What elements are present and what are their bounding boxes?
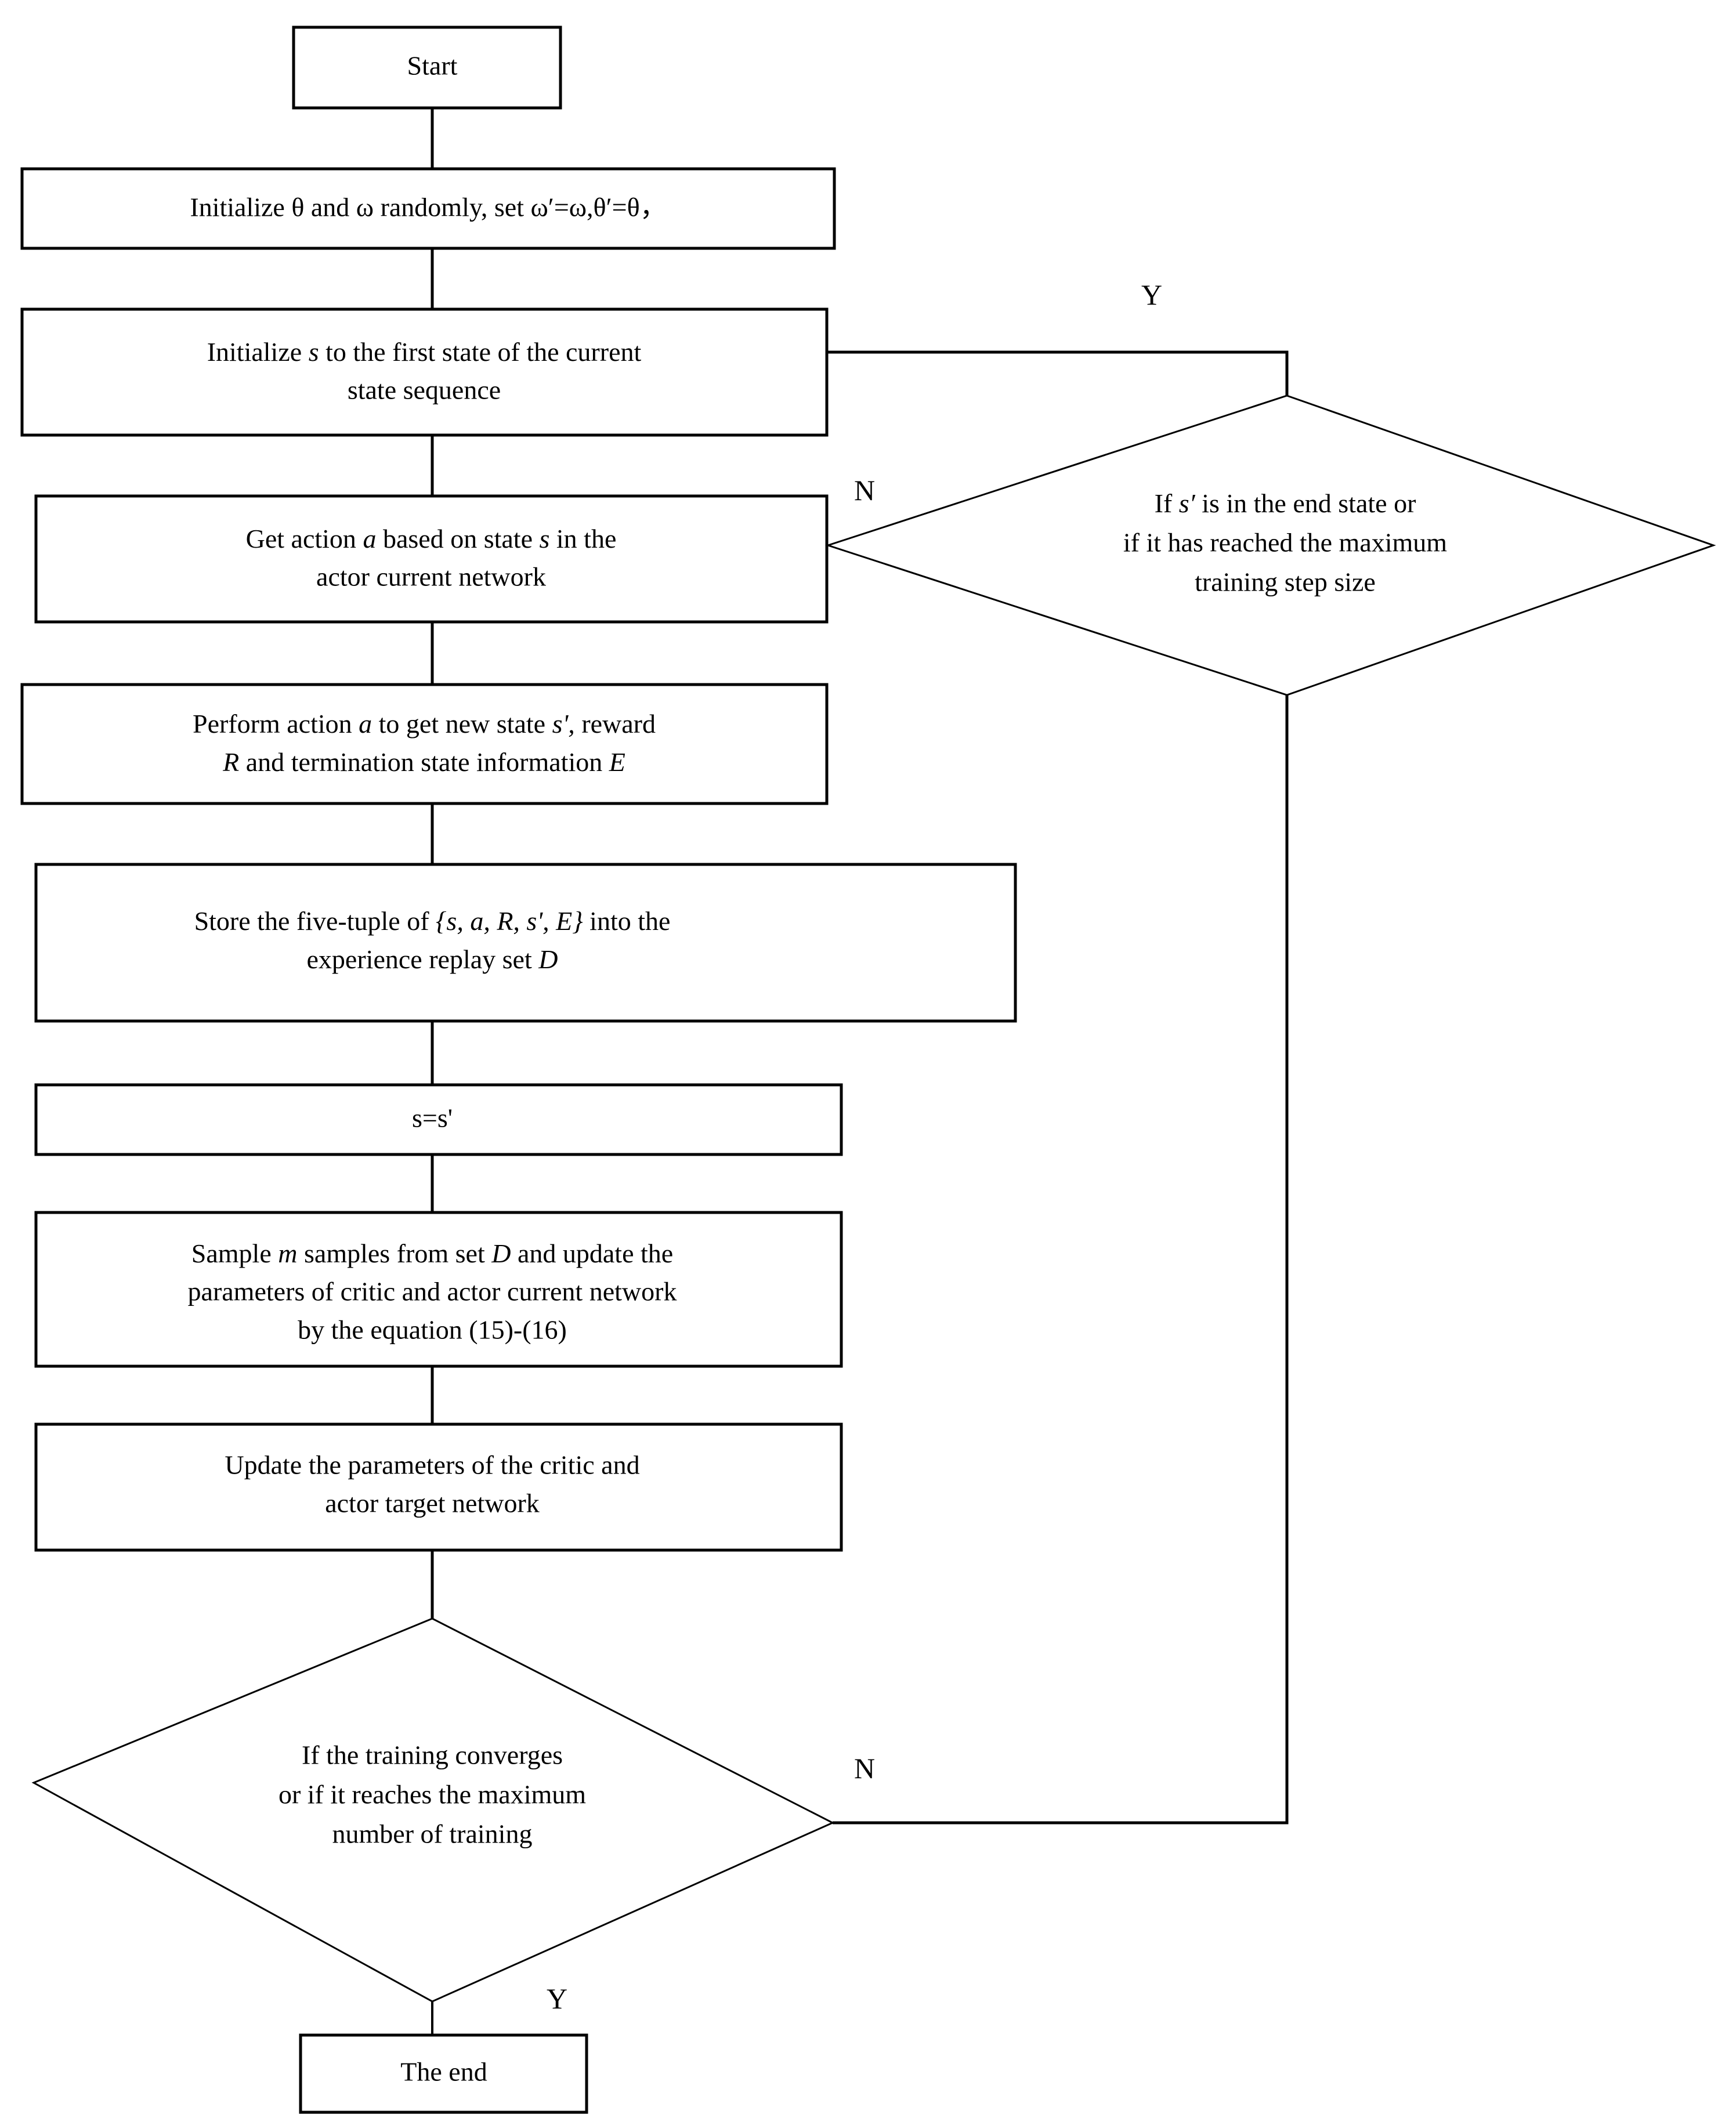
start-box[interactable] [292,26,562,110]
perform-action-box[interactable] [20,683,829,805]
update-target-box[interactable] [34,1422,843,1552]
init-state-line-2: state sequence [348,375,501,405]
get-action-line-1: Get action a based on state s in the [246,524,617,553]
branch-label-converge-no: N [854,1752,875,1784]
sample-update-box[interactable] [34,1211,843,1368]
node-the-end[interactable]: The end [299,2033,588,2114]
branch-label-end-state-yes: Y [1141,278,1162,311]
update-target-line-2: actor target network [325,1489,540,1518]
get-action-line-2: actor current network [316,562,546,592]
store-tuple-line-2: experience replay set D [307,944,558,974]
init-params-line-1: Initialize θ and ω randomly, set ω′=ω,θ′… [190,193,666,222]
node-perform-action[interactable]: Perform action a to get new state s', re… [20,683,829,805]
decision-converge-line-1: If the training converges [302,1740,563,1770]
decision-converge-line-2: or if it reaches the maximum [279,1780,586,1809]
perform-action-line-1: Perform action a to get new state s', re… [193,709,656,739]
decision-end-state-diamond[interactable] [825,394,1716,696]
decision-end-state-line-3: training step size [1195,567,1376,597]
update-target-line-1: Update the parameters of the critic and [225,1450,639,1480]
sample-update-line-3: by the equation (15)-(16) [298,1315,567,1345]
decision-converge-line-3: number of training [332,1819,533,1849]
init-params-box[interactable] [20,167,836,250]
decision-end-state-line-2: if it has reached the maximum [1123,528,1447,558]
store-tuple-line-1: Store the five-tuple of {s, a, R, s', E}… [194,906,671,936]
start-label: Start [407,51,458,81]
init-state-box[interactable] [20,307,829,437]
assign-state-box[interactable] [34,1083,843,1156]
init-state-line-1: Initialize s to the first state of the c… [207,337,642,367]
node-assign-state[interactable]: s=s' [34,1083,843,1156]
perform-action-line-2: R and termination state information E [222,747,625,777]
the-end-label: The end [400,2057,487,2087]
assign-state-line-1: s=s' [412,1103,453,1133]
sample-update-line-1: Sample m samples from set D and update t… [191,1239,673,1268]
decision-converge-diamond[interactable] [31,1617,835,2003]
node-init-params[interactable]: Initialize θ and ω randomly, set ω′=ω,θ′… [20,167,836,250]
connector-init-state-to-decision-end-state-yes [827,350,1289,396]
node-get-action[interactable]: Get action a based on state s in the act… [34,494,829,624]
sample-update-line-2: parameters of critic and actor current n… [188,1277,677,1306]
get-action-box[interactable] [34,494,829,624]
connector-decision-end-state-down-to-decision-converge-no [833,695,1289,1825]
decision-end-state-line-1: If s′ is in the end state or [1155,488,1416,518]
node-decision-converge[interactable]: If the training converges or if it reach… [31,1617,835,2003]
node-store-tuple[interactable]: Store the five-tuple of {s, a, R, s', E}… [34,863,1017,1023]
node-init-state[interactable]: Initialize s to the first state of the c… [20,307,829,437]
node-sample-update[interactable]: Sample m samples from set D and update t… [34,1211,843,1368]
node-update-target[interactable]: Update the parameters of the critic and … [34,1422,843,1552]
node-decision-end-state[interactable]: If s′ is in the end state or if it has r… [825,394,1716,696]
node-start[interactable]: Start [292,26,562,110]
branch-label-converge-yes: Y [547,1982,567,2015]
the-end-box[interactable] [299,2033,588,2114]
store-tuple-box[interactable] [34,863,1017,1023]
branch-label-end-state-no: N [854,474,875,506]
